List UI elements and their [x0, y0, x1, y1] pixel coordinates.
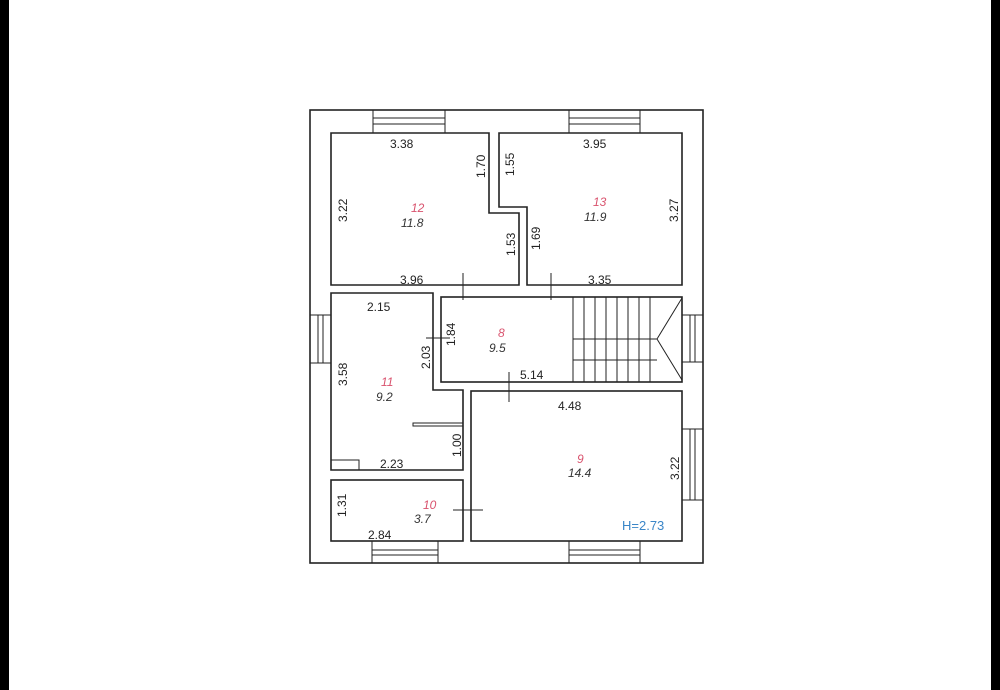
dim-label: 3.22	[668, 456, 682, 480]
room-area: 11.9	[584, 210, 607, 224]
windows	[309, 109, 704, 564]
room-number: 11	[381, 375, 393, 389]
dim-label: 1.70	[474, 154, 488, 178]
dim-label: 1.00	[450, 433, 464, 457]
room-9	[470, 390, 683, 542]
room-area: 9.5	[489, 341, 506, 355]
dim-label: 5.14	[520, 368, 544, 382]
room-8	[440, 296, 683, 383]
dim-label: 1.69	[529, 226, 543, 250]
dim-label: 3.22	[336, 198, 350, 222]
room-area: 9.2	[376, 390, 393, 404]
outer-wall	[309, 109, 704, 564]
dim-label: 3.35	[588, 273, 612, 287]
room-number: 12	[411, 201, 425, 215]
dim-label: 1.53	[504, 232, 518, 256]
right-border	[991, 0, 1000, 690]
dim-label: 3.96	[400, 273, 424, 287]
dim-label: 2.23	[380, 457, 404, 471]
room-area: 3.7	[414, 512, 432, 526]
room-10	[330, 479, 464, 542]
dim-label: 3.58	[336, 362, 350, 386]
dim-label: 2.84	[368, 528, 392, 542]
dim-label: 2.03	[419, 345, 433, 369]
room-area: 14.4	[568, 466, 592, 480]
room-12	[330, 132, 520, 286]
staircase	[572, 297, 683, 382]
dim-label: 3.95	[583, 137, 607, 151]
dim-label: 1.31	[335, 493, 349, 517]
dim-label: 2.15	[367, 300, 391, 314]
dim-label: 4.48	[558, 399, 582, 413]
room-number: 13	[593, 195, 607, 209]
ceiling-height: H=2.73	[622, 518, 664, 533]
dim-label: 3.38	[390, 137, 414, 151]
door-marks	[330, 273, 552, 511]
dim-label: 1.55	[503, 152, 517, 176]
room-number: 8	[498, 326, 505, 340]
dim-label: 1.84	[444, 322, 458, 346]
dim-label: 3.27	[667, 198, 681, 222]
left-border	[0, 0, 9, 690]
room-number: 10	[423, 498, 437, 512]
room-number: 9	[577, 452, 584, 466]
room-13	[498, 132, 683, 286]
room-area: 11.8	[401, 216, 424, 230]
